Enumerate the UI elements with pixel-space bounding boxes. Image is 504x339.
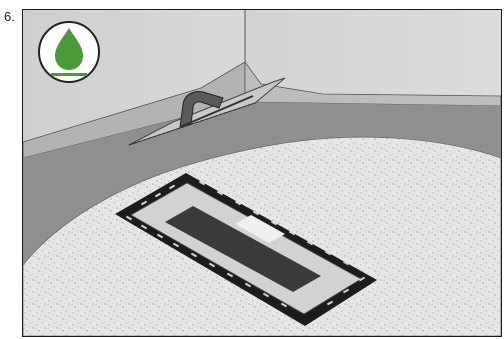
water-drop-badge: [39, 22, 99, 82]
installation-illustration: [23, 10, 501, 336]
water-drop-baseline: [51, 73, 87, 76]
step-number: 6.: [4, 9, 15, 24]
illustration-frame: [22, 9, 502, 337]
